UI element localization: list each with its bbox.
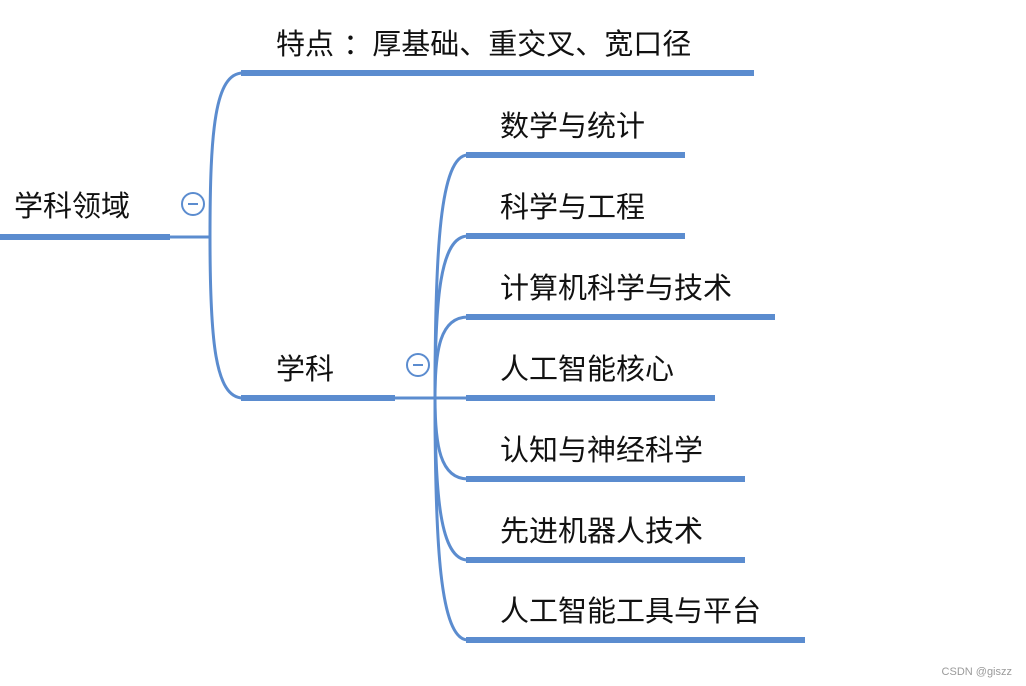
discipline-item-bar [466, 395, 715, 401]
discipline-item-bar [466, 152, 685, 158]
discipline-item-label[interactable]: 人工智能核心 [500, 352, 675, 386]
disciplines-node-label[interactable]: 学科 [276, 352, 335, 386]
root-node-label[interactable]: 学科领域 [14, 189, 131, 223]
discipline-item-label[interactable]: 先进机器人技术 [500, 514, 704, 548]
connector-child-5 [433, 397, 469, 481]
watermark-text: CSDN @giszz [941, 666, 1012, 678]
discipline-item-label[interactable]: 科学与工程 [500, 190, 646, 224]
disciplines-node-bar [241, 395, 395, 401]
features-node-label[interactable]: 特点 ：厚基础、重交叉、宽口径 [276, 27, 692, 61]
connector-root-features [208, 71, 244, 238]
discipline-item-bar [466, 637, 805, 643]
root-collapse-toggle-icon[interactable] [181, 192, 205, 216]
discipline-item-bar [466, 476, 745, 482]
discipline-item-label[interactable]: 人工智能工具与平台 [500, 594, 762, 628]
connector-child-3 [433, 315, 469, 399]
connector-root-disciplines [208, 236, 244, 400]
root-node-bar [0, 234, 170, 240]
discipline-item-label[interactable]: 数学与统计 [500, 109, 646, 143]
discipline-item-bar [466, 233, 685, 239]
discipline-item-bar [466, 314, 775, 320]
discipline-item-label[interactable]: 认知与神经科学 [500, 433, 704, 467]
discipline-item-bar [466, 557, 745, 563]
features-node-bar [241, 70, 754, 76]
discipline-item-label[interactable]: 计算机科学与技术 [500, 271, 733, 305]
disciplines-collapse-toggle-icon[interactable] [406, 353, 430, 377]
connector-child-1 [433, 153, 469, 399]
connector-child-7 [433, 397, 469, 642]
